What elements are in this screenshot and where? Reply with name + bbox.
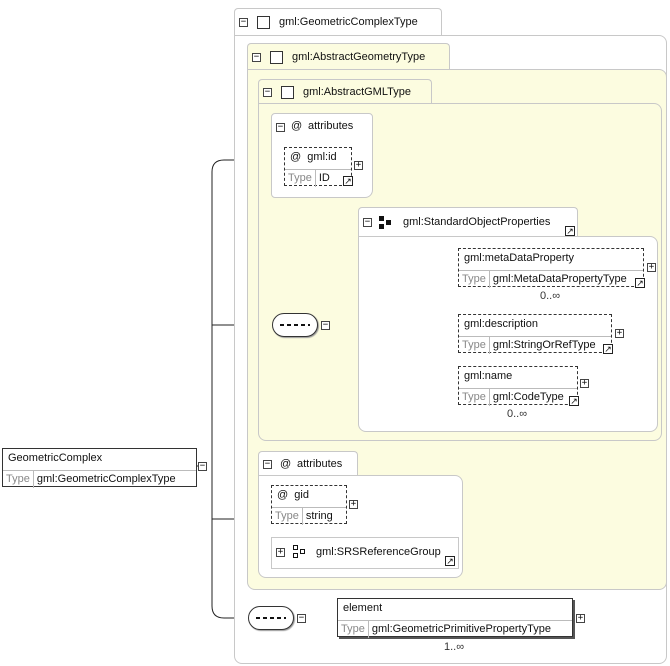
element-type-value: gml:CodeType xyxy=(492,391,564,403)
attributes-2-collapse-toggle[interactable]: − xyxy=(263,459,272,469)
root-element-geometric-complex[interactable]: GeometricComplex Type gml:GeometricCompl… xyxy=(2,448,197,488)
type-link-icon[interactable]: ↗ xyxy=(569,396,579,406)
element-type-value: gml:StringOrRefType xyxy=(492,339,596,351)
element-name: element xyxy=(343,602,383,614)
element-type-value: gml:GeometricPrimitivePropertyType xyxy=(371,623,551,635)
element-geometric-primitive[interactable]: element Type gml:GeometricPrimitivePrope… xyxy=(337,598,573,638)
type-label: Type xyxy=(272,508,303,525)
element-occurrence: 1..∞ xyxy=(444,641,465,653)
name-expand-toggle[interactable]: + xyxy=(580,378,589,388)
attribute-at-icon: @ xyxy=(277,489,289,501)
description-expand-toggle[interactable]: + xyxy=(615,328,624,338)
type-label: Type xyxy=(459,389,490,406)
element-description[interactable]: gml:description Type gml:StringOrRefType… xyxy=(458,314,613,354)
attribute-gid-name: @ gid xyxy=(272,486,346,507)
root-collapse-toggle[interactable]: − xyxy=(198,461,207,471)
sequence-3-collapse-toggle[interactable]: − xyxy=(297,613,306,623)
element-type-value: gml:MetaDataPropertyType xyxy=(492,273,627,285)
type-label: Type xyxy=(285,170,316,187)
abstract-gml-collapse-toggle[interactable]: − xyxy=(263,87,272,97)
type-label: Type xyxy=(459,337,490,354)
type-label: Type xyxy=(459,271,490,288)
attributes-2-at-icon: @ xyxy=(280,458,292,470)
sequence-dots-icon xyxy=(256,617,286,619)
type-label: Type xyxy=(3,471,34,488)
attribute-at-icon: @ xyxy=(290,151,302,163)
attributes-2-panel: @ gid Type string + + gml:SRSReferenceGr… xyxy=(258,475,463,578)
sequence-1-collapse-toggle[interactable]: − xyxy=(321,320,330,330)
attribute-gid[interactable]: @ gid Type string xyxy=(271,485,347,525)
attribute-gid-type-value: string xyxy=(305,510,333,522)
element-name: gml:name xyxy=(464,370,513,382)
attribute-gid-label: gid xyxy=(294,489,309,501)
abstract-geometry-title: gml:AbstractGeometryType xyxy=(292,51,426,63)
attributes-box-1: − @ attributes @ gml:id Type ID ↗ + xyxy=(271,113,373,198)
group-link-icon[interactable]: ↗ xyxy=(565,226,575,236)
standard-props-tab: − gml:StandardObjectProperties ↗ xyxy=(358,207,578,237)
name-occurrence: 0..∞ xyxy=(507,408,528,420)
standard-props-collapse-toggle[interactable]: − xyxy=(363,217,372,227)
attribute-gml-id-label: gml:id xyxy=(307,151,337,163)
standard-props-title: gml:StandardObjectProperties xyxy=(403,216,551,228)
attributes-2-tab: − @ attributes xyxy=(258,451,358,476)
attribute-gml-id-expand-toggle[interactable]: + xyxy=(354,160,363,170)
type-link-icon[interactable]: ↗ xyxy=(343,176,353,186)
group-link-icon[interactable]: ↗ xyxy=(445,556,455,566)
element-type-row: Type gml:StringOrRefType xyxy=(459,336,611,354)
element-name: gml:metaDataProperty xyxy=(464,252,575,264)
attributes-1-collapse-toggle[interactable]: − xyxy=(276,122,285,132)
root-type-value: gml:GeometricComplexType xyxy=(36,473,176,485)
element-type-row: Type gml:GeometricPrimitivePropertyType xyxy=(338,620,572,638)
attributes-1-at-icon: @ xyxy=(291,120,303,132)
srs-reference-group-name: gml:SRSReferenceGroup xyxy=(316,546,441,558)
root-element-name: GeometricComplex xyxy=(8,452,103,464)
attribute-gml-id-type-value: ID xyxy=(318,172,330,184)
root-type-row: Type gml:GeometricComplexType xyxy=(3,470,196,488)
abstract-geometry-icon xyxy=(270,51,283,64)
attribute-gml-id-name: @ gml:id xyxy=(285,148,351,169)
attribute-gid-expand-toggle[interactable]: + xyxy=(349,499,358,509)
element-type-row: Type gml:CodeType xyxy=(459,388,577,406)
complex-type-icon xyxy=(257,16,270,29)
complex-type-collapse-toggle[interactable]: − xyxy=(239,17,248,27)
element-type-row: Type gml:MetaDataPropertyType xyxy=(459,270,643,288)
group-icon xyxy=(379,216,393,230)
attributes-1-title: attributes xyxy=(308,120,354,132)
attribute-group-srs-reference[interactable]: + gml:SRSReferenceGroup ↗ xyxy=(271,537,459,569)
complex-type-title: gml:GeometricComplexType xyxy=(279,16,418,28)
meta-data-property-expand-toggle[interactable]: + xyxy=(647,262,656,272)
sequence-compositor-1[interactable] xyxy=(272,313,318,337)
element-name-node[interactable]: gml:name Type gml:CodeType ↗ xyxy=(458,366,579,406)
element-name: gml:description xyxy=(464,318,538,330)
type-link-icon[interactable]: ↗ xyxy=(635,278,645,288)
element-meta-data-property[interactable]: gml:metaDataProperty Type gml:MetaDataPr… xyxy=(458,248,645,288)
type-link-icon[interactable]: ↗ xyxy=(603,344,613,354)
abstract-gml-tab: − gml:AbstractGMLType xyxy=(258,79,432,104)
abstract-gml-icon xyxy=(281,86,294,99)
meta-data-property-occurrence: 0..∞ xyxy=(540,290,561,302)
type-label: Type xyxy=(338,621,369,638)
complex-type-tab: − gml:GeometricComplexType xyxy=(234,8,442,36)
srs-reference-expand-toggle[interactable]: + xyxy=(276,547,285,557)
abstract-geometry-collapse-toggle[interactable]: − xyxy=(252,52,261,62)
sequence-compositor-3[interactable] xyxy=(248,606,294,630)
abstract-gml-title: gml:AbstractGMLType xyxy=(303,86,411,98)
attribute-gid-type-row: Type string xyxy=(272,507,346,525)
attribute-gml-id[interactable]: @ gml:id Type ID ↗ xyxy=(284,147,353,187)
sequence-dots-icon xyxy=(280,324,310,326)
attributes-2-title: attributes xyxy=(297,458,343,470)
abstract-geometry-tab: − gml:AbstractGeometryType xyxy=(247,43,450,70)
attribute-group-icon xyxy=(293,545,307,559)
element-expand-toggle[interactable]: + xyxy=(576,613,585,623)
attribute-gml-id-type-row: Type ID xyxy=(285,169,351,187)
